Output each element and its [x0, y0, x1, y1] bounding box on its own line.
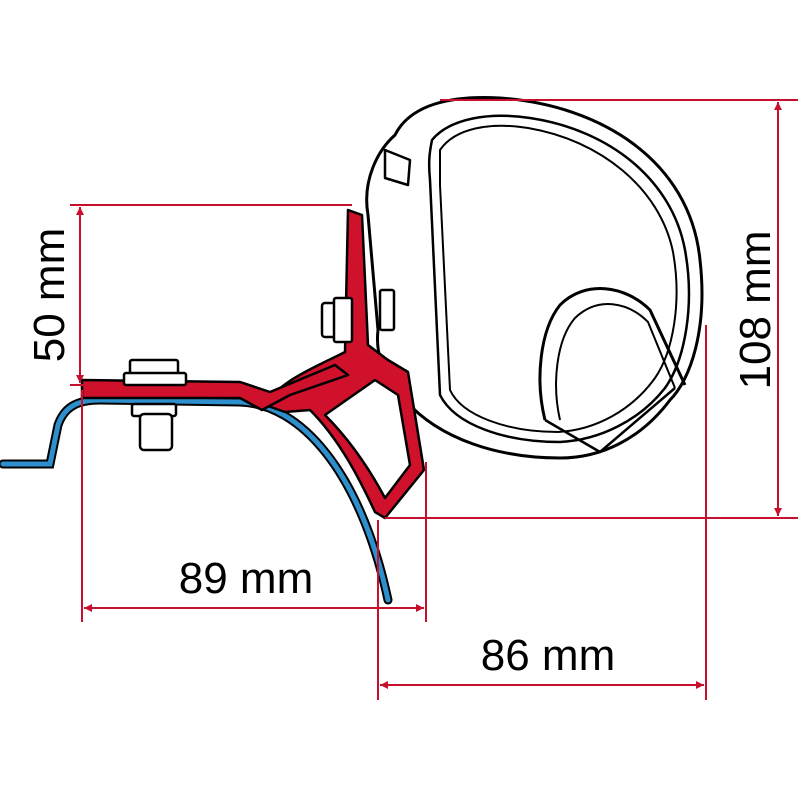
- dimension-lines: [70, 99, 798, 700]
- bolt-vertical: [122, 358, 188, 452]
- dimension-89mm: 89 mm: [179, 554, 313, 603]
- dimension-108mm: 108 mm: [731, 231, 780, 390]
- dimension-86mm: 86 mm: [481, 631, 615, 680]
- awning-housing: [365, 96, 704, 460]
- dimension-50mm: 50 mm: [25, 228, 74, 362]
- bolt-horizontal: [320, 288, 396, 344]
- adapter-bracket: [80, 208, 426, 520]
